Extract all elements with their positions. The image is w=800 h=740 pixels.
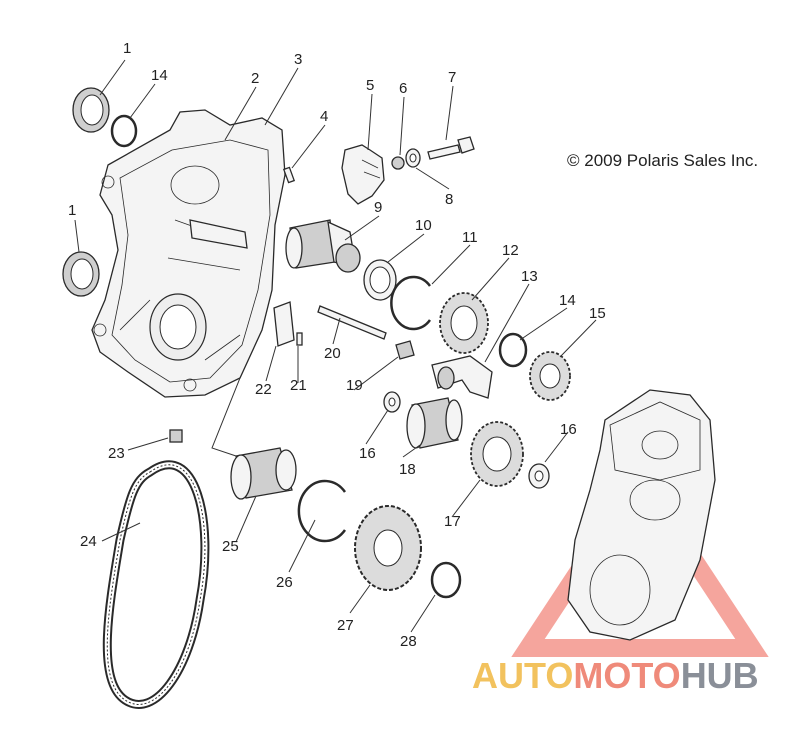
seal-1-top (72, 87, 110, 133)
callout-14-top: 14 (151, 67, 168, 84)
retaining-ring-14-top (110, 114, 138, 148)
copyright-notice: © 2009 Polaris Sales Inc. (567, 151, 759, 170)
callout-13: 13 (521, 268, 538, 285)
callout-19: 19 (346, 377, 363, 394)
bolt-7 (427, 136, 475, 160)
callout-18: 18 (399, 461, 416, 478)
shift-fork-13 (431, 355, 493, 399)
snap-ring-26 (297, 479, 347, 543)
callout-21: 21 (290, 377, 307, 394)
bushing-19 (395, 340, 415, 360)
callout-7: 7 (448, 69, 456, 86)
callout-27: 27 (337, 617, 354, 634)
callout-26: 26 (276, 574, 293, 591)
callout-14-right: 14 (559, 292, 576, 309)
sprocket-hub-25 (230, 447, 297, 500)
shift-rod-20 (317, 305, 387, 340)
watermark-text-part-2: MOTO (573, 655, 681, 696)
washer-16-right (528, 463, 550, 489)
assembly-bracket-lines (211, 377, 241, 457)
callout-8: 8 (445, 191, 453, 208)
callout-25: 25 (222, 538, 239, 555)
callout-24: 24 (80, 533, 97, 550)
callout-22: 22 (255, 381, 272, 398)
gearcase-housing (91, 109, 286, 398)
watermark-text-part-1: AUTO (472, 655, 574, 696)
tensioner-block-5 (341, 144, 385, 205)
callout-10: 10 (415, 217, 432, 234)
retaining-ring-14-right (498, 332, 528, 368)
seal-1-lower (62, 251, 100, 297)
nut-6 (391, 156, 405, 170)
screw-21 (296, 332, 303, 346)
callout-4: 4 (320, 108, 328, 125)
callout-28: 28 (400, 633, 417, 650)
splined-shaft-9 (285, 219, 361, 273)
callout-23: 23 (108, 445, 125, 462)
callout-11: 11 (462, 229, 478, 246)
callout-3: 3 (294, 51, 302, 68)
plug-23 (169, 429, 183, 443)
dowel-pin-4 (282, 166, 296, 184)
leader-lines (74, 59, 597, 633)
gear-17 (470, 421, 524, 487)
callout-6: 6 (399, 80, 407, 97)
gear-15 (529, 351, 571, 401)
washer-16-left (383, 391, 401, 413)
callout-12: 12 (502, 242, 519, 259)
ring-28 (430, 561, 462, 599)
callout-labels: 1 14 2 3 4 5 6 7 8 1 9 10 11 12 13 14 15… (68, 40, 606, 650)
callout-17: 17 (444, 513, 461, 530)
output-shaft-18 (406, 397, 463, 449)
callout-16-right: 16 (560, 421, 577, 438)
plate-22 (273, 301, 295, 347)
bearing-10 (363, 259, 397, 301)
snap-ring-11 (390, 275, 432, 331)
callout-2: 2 (251, 70, 259, 87)
assembled-gearcase-inset (567, 389, 716, 641)
watermark-text-part-3: HUB (680, 655, 759, 696)
callout-20: 20 (324, 345, 341, 362)
callout-9: 9 (374, 199, 382, 216)
drive-chain-24 (102, 460, 210, 709)
callout-5: 5 (366, 77, 374, 94)
sprocket-27 (354, 505, 422, 591)
callout-15: 15 (589, 305, 606, 322)
watermark-logo-text: AUTOMOTOHUB (472, 655, 759, 697)
callout-1-top: 1 (123, 40, 131, 57)
washer-8 (405, 148, 421, 168)
callout-16-left: 16 (359, 445, 376, 462)
callout-1-lower: 1 (68, 202, 76, 219)
gear-12 (439, 292, 489, 354)
